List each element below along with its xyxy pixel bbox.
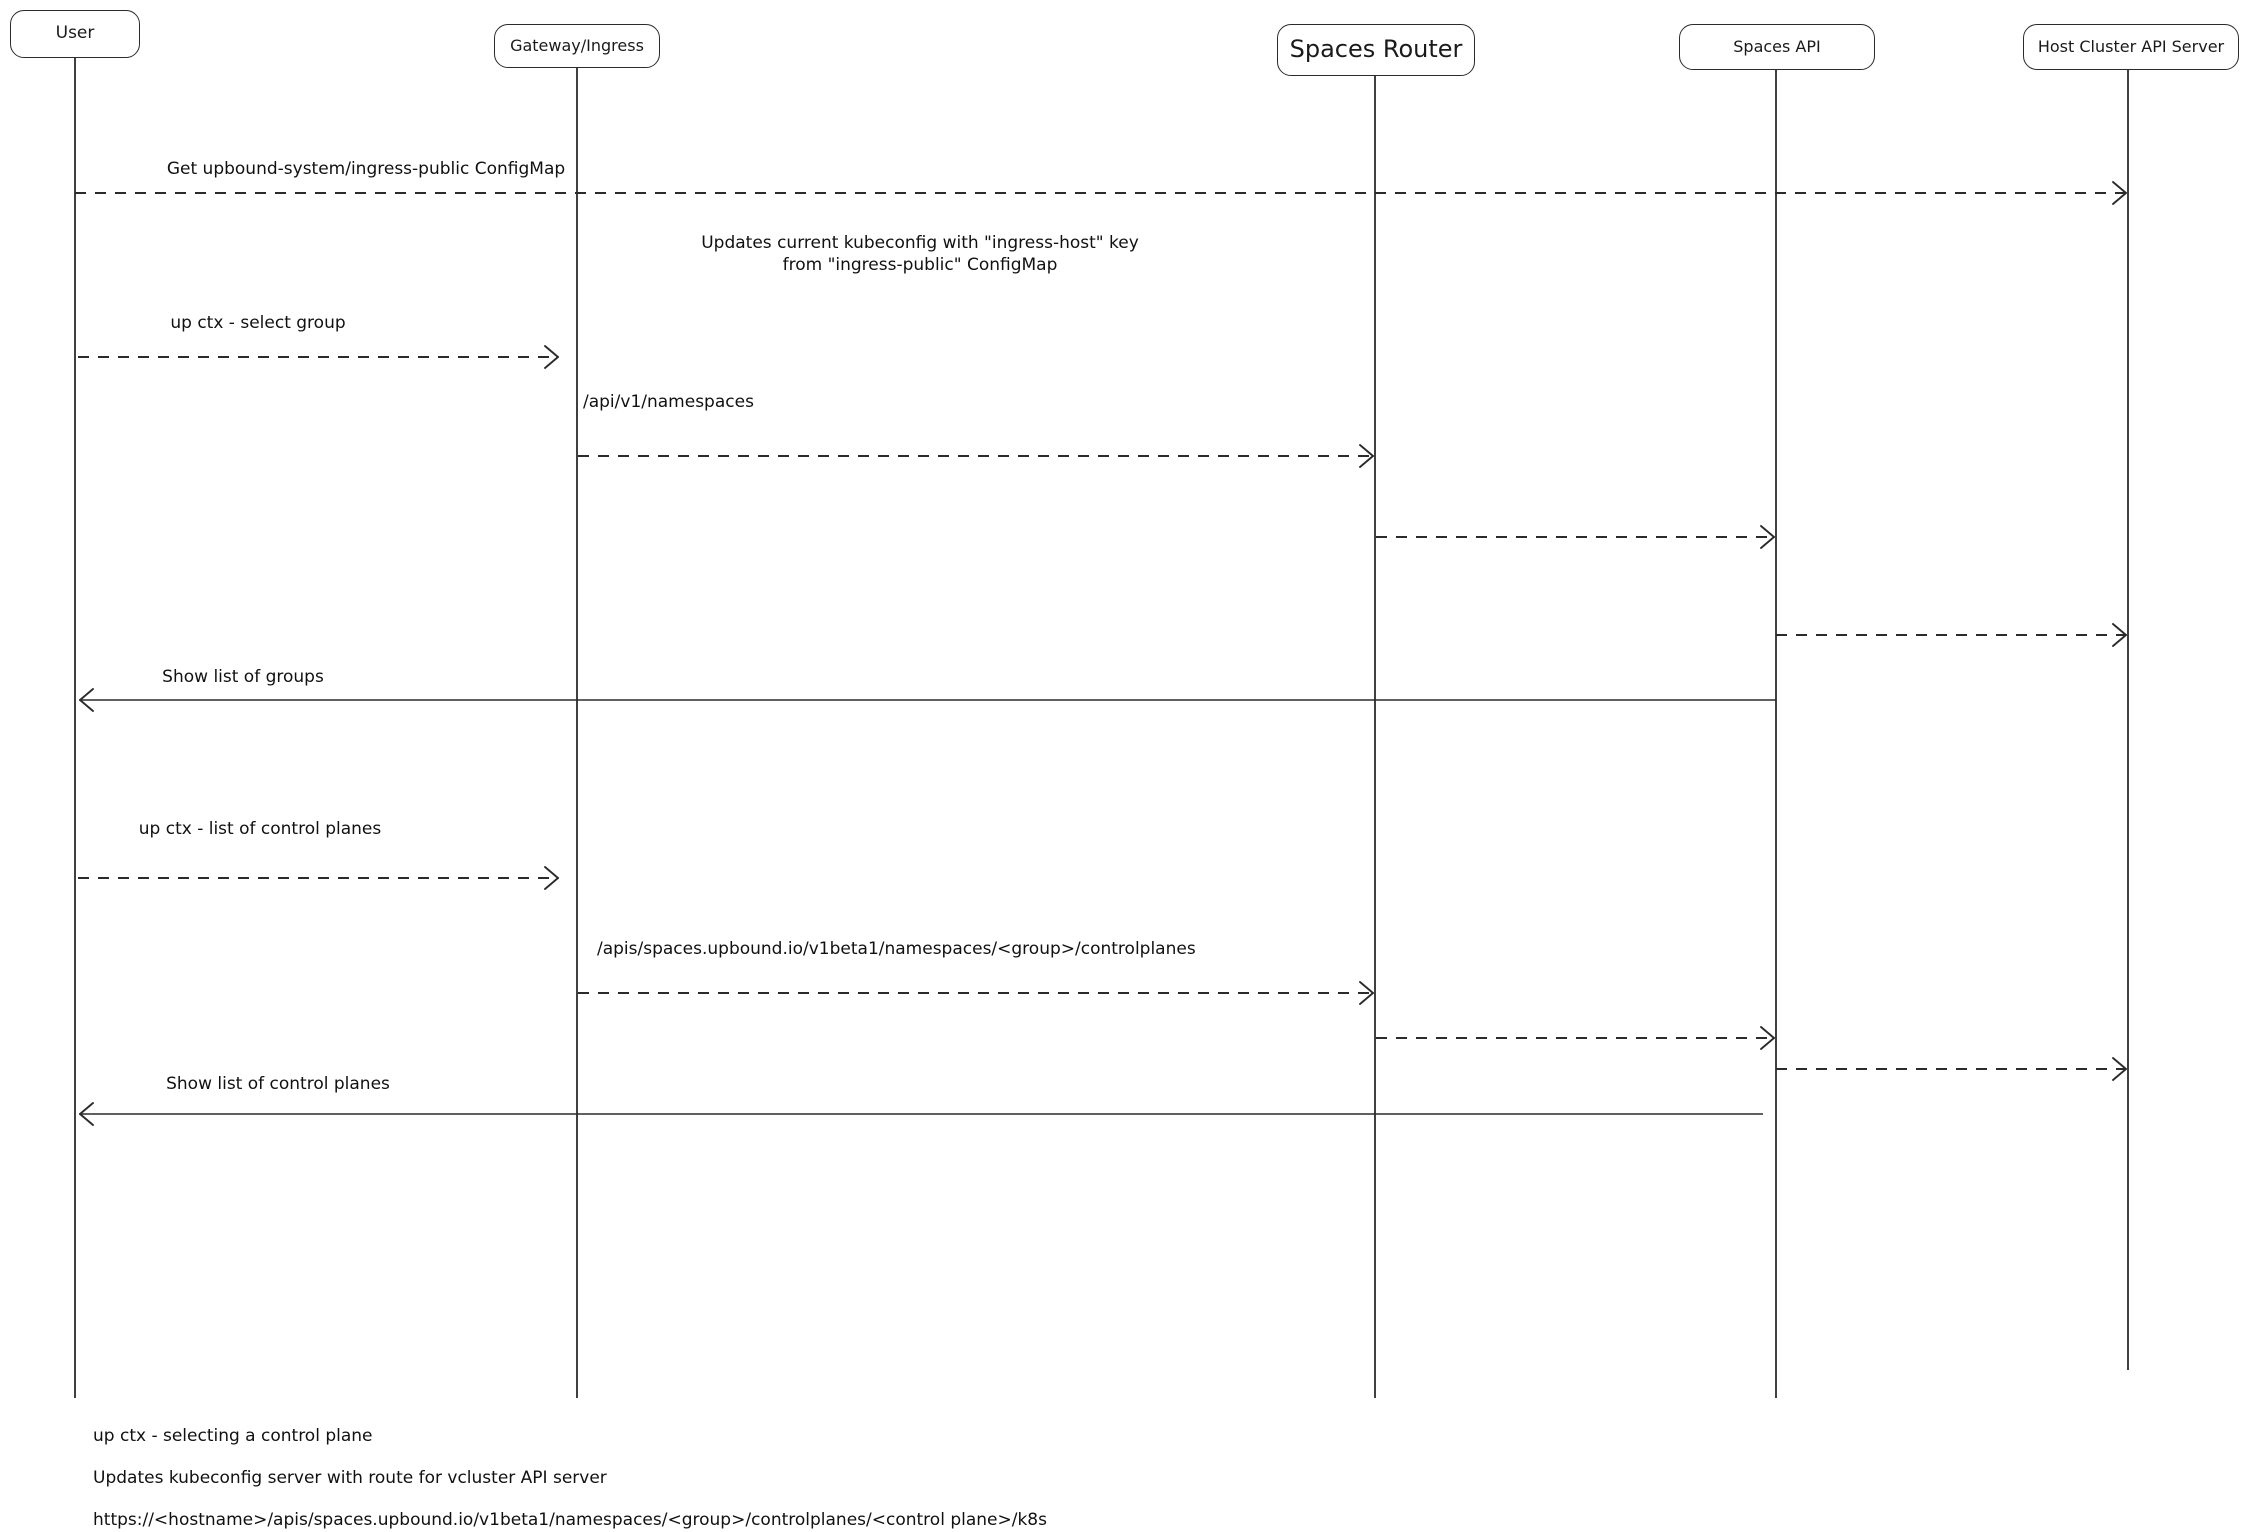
participant-box-router[interactable]: Spaces Router — [1277, 24, 1475, 76]
participant-label: Spaces API — [1733, 36, 1821, 56]
arrowhead-m9 — [1359, 981, 1374, 1005]
arrowhead-m7 — [79, 688, 94, 712]
message-label-m3: up ctx - select group — [170, 313, 346, 333]
arrowhead-m12 — [79, 1102, 94, 1126]
participant-label: Host Cluster API Server — [2037, 36, 2225, 56]
footer-note-n1: up ctx - selecting a control plane — [93, 1426, 373, 1446]
participant-box-host_api[interactable]: Host Cluster API Server — [2023, 24, 2239, 70]
arrowhead-m10 — [1760, 1026, 1775, 1050]
message-label-m1: Get upbound-system/ingress-public Config… — [166, 159, 566, 179]
arrowhead-m6 — [2112, 623, 2127, 647]
arrowhead-m8 — [544, 866, 559, 890]
participant-box-spaces_api[interactable]: Spaces API — [1679, 24, 1875, 70]
arrowhead-m11 — [2112, 1057, 2127, 1081]
participant-label: User — [55, 23, 95, 44]
participant-box-user[interactable]: User — [10, 10, 140, 58]
message-label-m8: up ctx - list of control planes — [138, 819, 382, 839]
participant-label: Gateway/Ingress — [510, 35, 644, 55]
message-label-m2-note: Updates current kubeconfig with "ingress… — [701, 233, 1139, 276]
footer-note-n3: https://<hostname>/apis/spaces.upbound.i… — [93, 1510, 1047, 1530]
message-label-m7: Show list of groups — [162, 667, 324, 687]
participant-label: Spaces Router — [1289, 35, 1463, 64]
arrowhead-m4 — [1359, 444, 1374, 468]
arrowhead-m3 — [544, 345, 559, 369]
message-label-m4: /api/v1/namespaces — [583, 392, 754, 412]
arrowhead-m5 — [1760, 525, 1775, 549]
participant-box-gateway[interactable]: Gateway/Ingress — [494, 24, 660, 68]
arrowhead-m1 — [2112, 181, 2127, 205]
message-label-m12: Show list of control planes — [166, 1074, 390, 1094]
message-label-m9: /apis/spaces.upbound.io/v1beta1/namespac… — [597, 939, 1196, 959]
footer-note-n2: Updates kubeconfig server with route for… — [93, 1468, 607, 1488]
